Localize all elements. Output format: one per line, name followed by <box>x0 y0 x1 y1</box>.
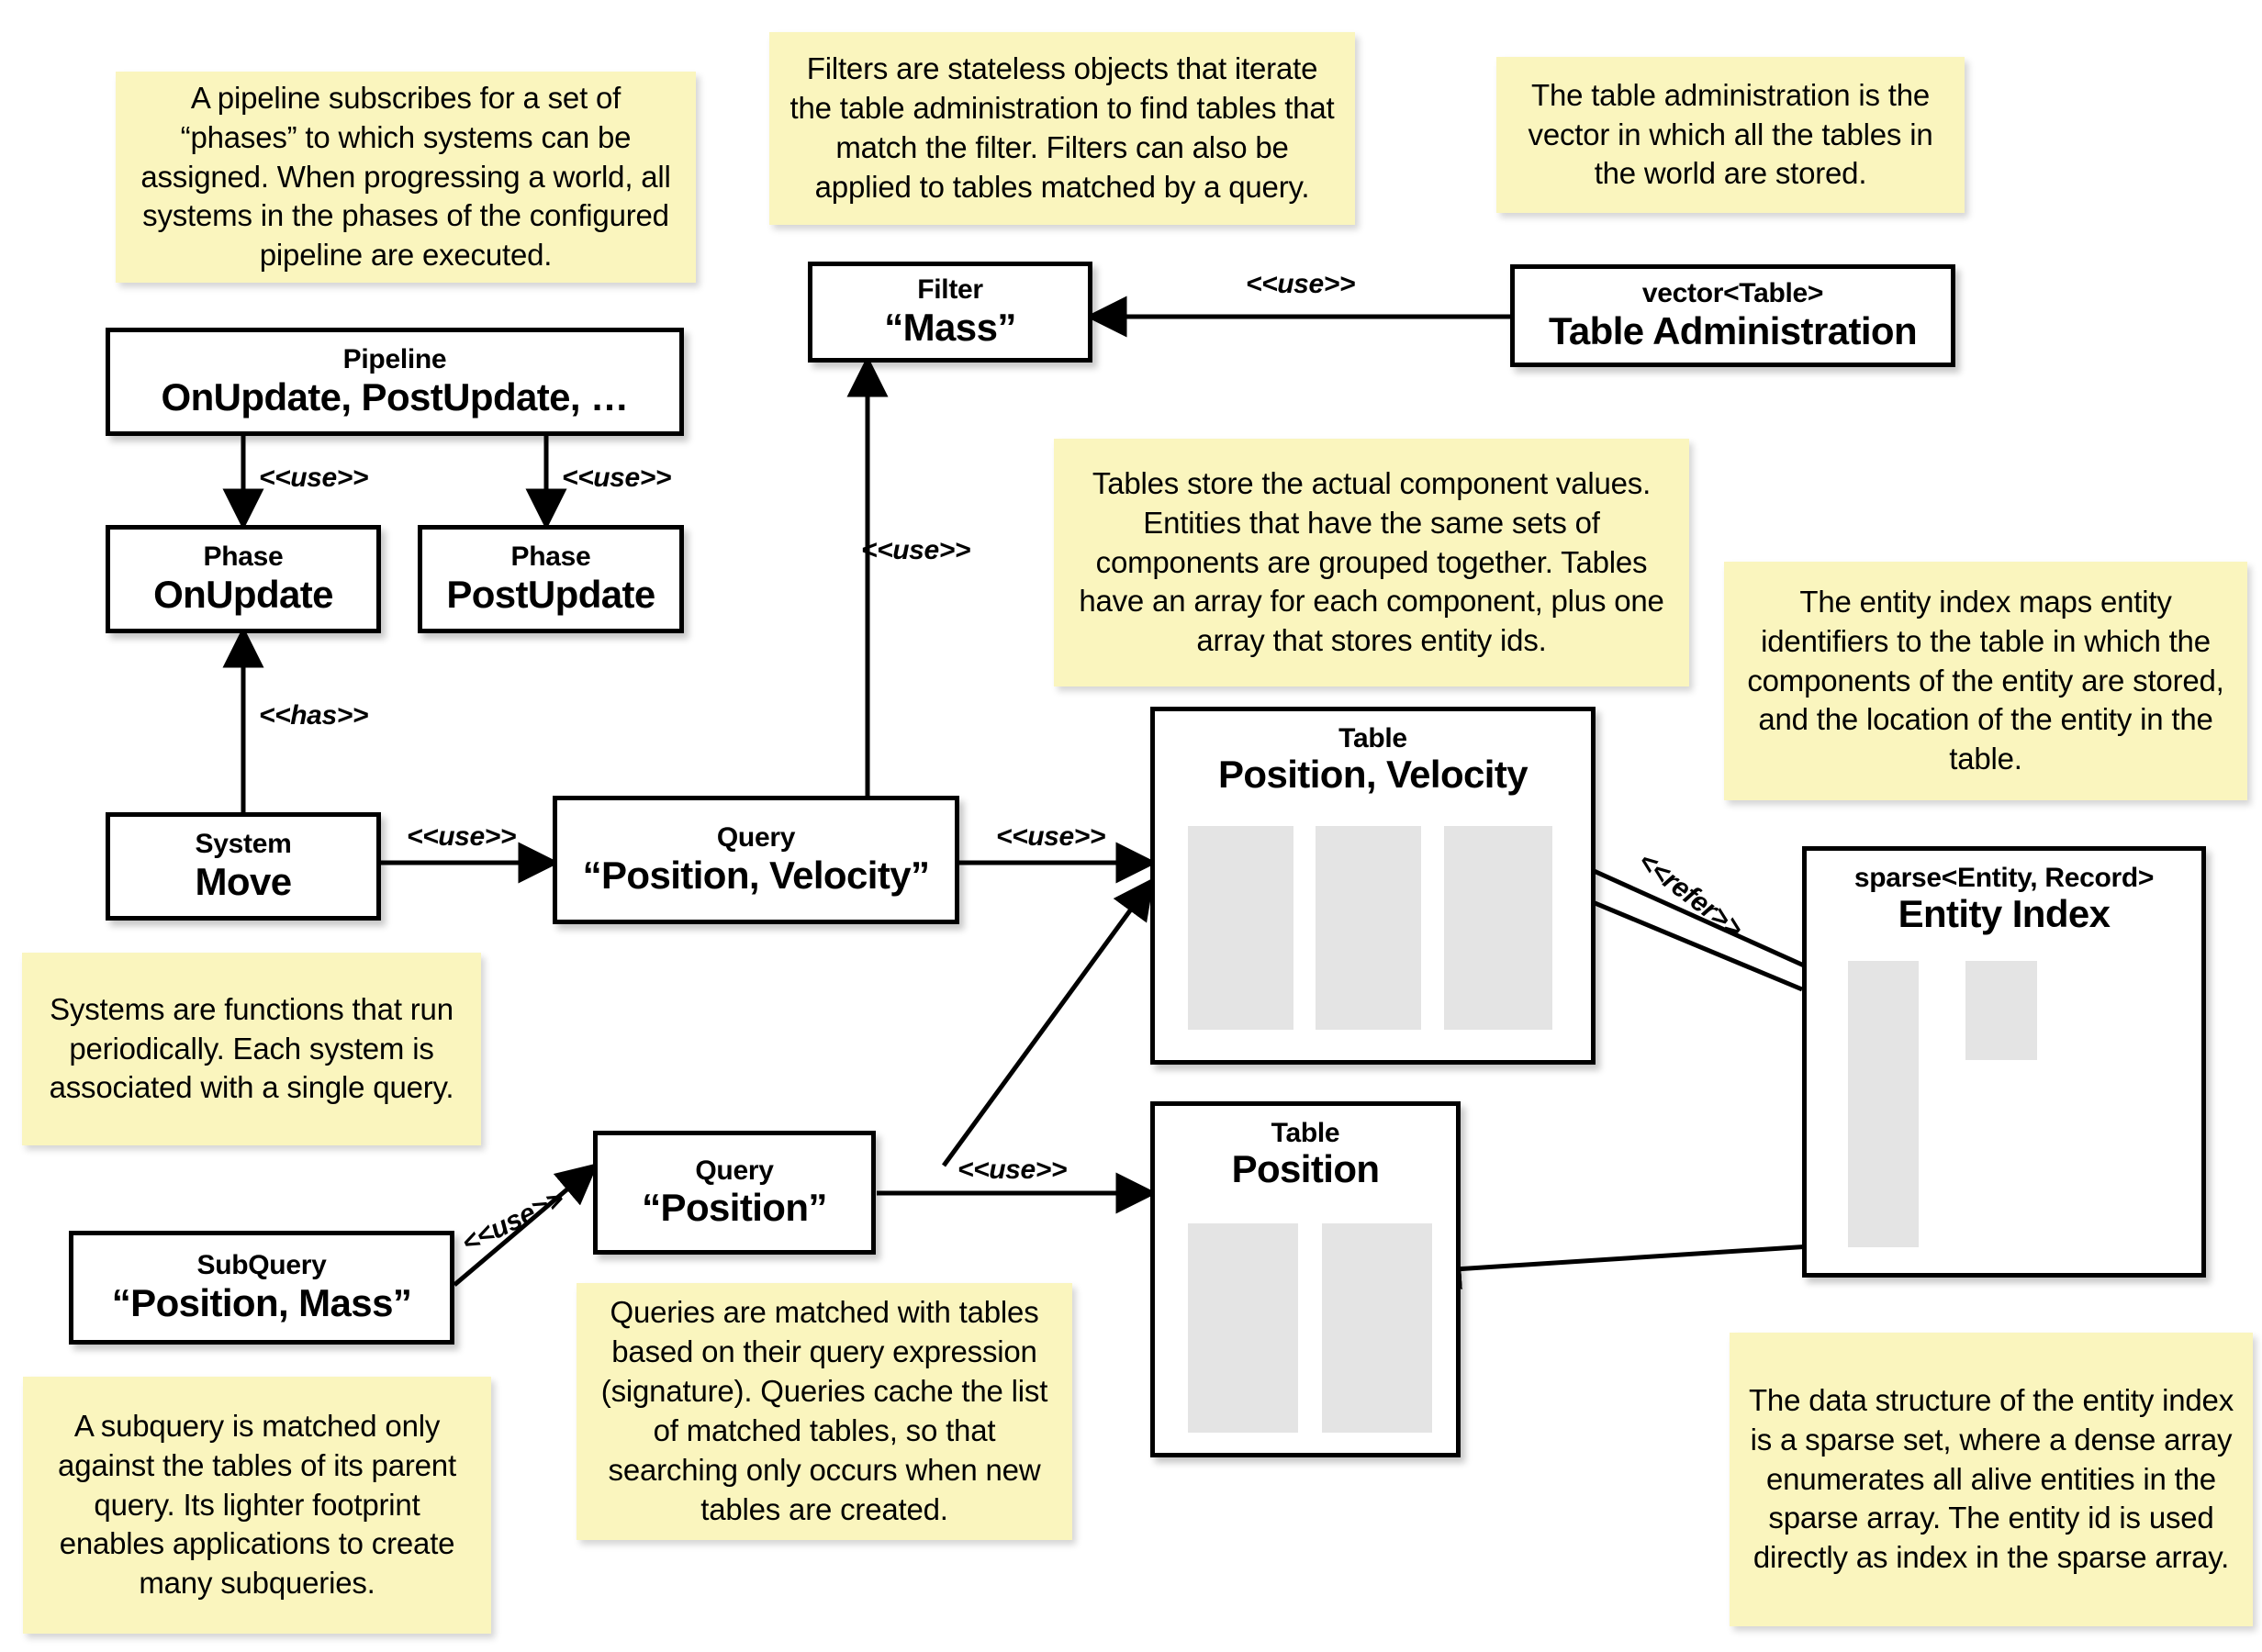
box-phase-onupdate-stereotype: Phase <box>203 541 284 573</box>
box-query-p-stereotype: Query <box>695 1155 774 1186</box>
edge-label-queryp-to-tablep: <<use>> <box>957 1155 1067 1185</box>
note-subquery-text: A subquery is matched only against the t… <box>58 1408 456 1601</box>
note-table-text: Tables store the actual component values… <box>1079 465 1664 658</box>
entity-index-stereotype: sparse<Entity, Record> <box>1853 863 2155 893</box>
box-subquery-name: “Position, Mass” <box>111 1280 412 1324</box>
edge-label-pipeline-to-postupdate: <<use>> <box>562 463 671 493</box>
note-query-text: Queries are matched with tables based on… <box>600 1295 1048 1526</box>
box-phase-postupdate[interactable]: Phase PostUpdate <box>418 525 684 633</box>
edge-label-pipeline-to-onupdate: <<use>> <box>259 463 368 493</box>
box-table-position-velocity[interactable]: Table Position, Velocity <box>1150 707 1596 1065</box>
box-table-administration[interactable]: vector<Table> Table Administration <box>1510 264 1955 367</box>
edge-label-querypv-to-tablepv: <<use>> <box>996 821 1105 852</box>
entity-index-name: Entity Index <box>1898 891 2111 935</box>
note-entity-index: The entity index maps entity identifiers… <box>1724 562 2247 800</box>
box-filter-mass[interactable]: Filter “Mass” <box>808 262 1092 363</box>
note-system: Systems are functions that run periodica… <box>22 953 481 1145</box>
note-table-admin: The table administration is the vector i… <box>1496 57 1965 213</box>
entity-index-sparse-array <box>1848 961 1919 1247</box>
edge-label-system-to-query: <<use>> <box>407 821 516 852</box>
box-phase-postupdate-name: PostUpdate <box>446 572 655 616</box>
note-table-admin-text: The table administration is the vector i… <box>1528 77 1933 191</box>
box-system-move-name: Move <box>195 859 293 903</box>
box-subquery-stereotype: SubQuery <box>196 1250 327 1281</box>
box-query-pv-name: “Position, Velocity” <box>582 853 930 897</box>
box-table-admin-name: Table Administration <box>1548 308 1918 352</box>
box-phase-onupdate-name: OnUpdate <box>153 572 333 616</box>
box-filter-stereotype: Filter <box>917 274 983 306</box>
table-pv-column-2 <box>1316 826 1421 1030</box>
note-subquery: A subquery is matched only against the t… <box>23 1377 491 1634</box>
table-pv-stereotype: Table <box>1338 723 1407 753</box>
box-query-position-velocity[interactable]: Query “Position, Velocity” <box>553 796 959 924</box>
box-table-admin-stereotype: vector<Table> <box>1641 278 1824 309</box>
note-pipeline: A pipeline subscribes for a set of “phas… <box>116 72 696 283</box>
edge-label-subquery-to-query: <<use>> <box>457 1183 569 1259</box>
note-entity-index-text: The entity index maps entity identifiers… <box>1747 584 2224 776</box>
edge-entityindex-to-tablep <box>1419 1243 1826 1290</box>
table-pv-column-1 <box>1188 826 1293 1030</box>
edge-label-query-to-filter: <<use>> <box>861 535 970 565</box>
box-query-p-name: “Position” <box>642 1186 827 1230</box>
note-table: Tables store the actual component values… <box>1054 439 1689 686</box>
box-pipeline-stereotype: Pipeline <box>342 344 447 375</box>
box-entity-index[interactable]: sparse<Entity, Record> Entity Index <box>1802 846 2206 1278</box>
note-filter-text: Filters are stateless objects that itera… <box>789 51 1335 204</box>
note-pipeline-text: A pipeline subscribes for a set of “phas… <box>140 80 671 273</box>
box-subquery-position-mass[interactable]: SubQuery “Position, Mass” <box>69 1231 454 1345</box>
note-filter: Filters are stateless objects that itera… <box>769 32 1355 225</box>
note-sparse-set-text: The data structure of the entity index i… <box>1748 1382 2234 1575</box>
box-phase-postupdate-stereotype: Phase <box>510 541 591 573</box>
note-system-text: Systems are functions that run periodica… <box>49 991 454 1105</box>
edge-label-system-to-phase: <<has>> <box>259 700 368 731</box>
box-pipeline[interactable]: Pipeline OnUpdate, PostUpdate, … <box>106 328 684 436</box>
table-pv-name: Position, Velocity <box>1218 752 1529 796</box>
table-p-column-1 <box>1188 1223 1298 1433</box>
box-table-position[interactable]: Table Position <box>1150 1101 1461 1457</box>
box-filter-name: “Mass” <box>884 305 1016 349</box>
edge-label-entity-index-refer: <<refer>> <box>1632 846 1749 944</box>
table-p-header: Table Position <box>1155 1106 1456 1190</box>
box-system-move[interactable]: System Move <box>106 812 381 921</box>
table-pv-header: Table Position, Velocity <box>1155 711 1591 796</box>
note-sparse-set: The data structure of the entity index i… <box>1730 1333 2253 1626</box>
table-pv-column-3 <box>1444 826 1552 1030</box>
box-query-pv-stereotype: Query <box>716 822 796 854</box>
box-pipeline-name: OnUpdate, PostUpdate, … <box>161 374 630 419</box>
box-phase-onupdate[interactable]: Phase OnUpdate <box>106 525 381 633</box>
entity-index-dense-array <box>1965 961 2037 1060</box>
table-p-name: Position <box>1231 1146 1380 1190</box>
entity-index-header: sparse<Entity, Record> Entity Index <box>1807 851 2201 935</box>
edge-label-tableadmin-to-filter: <<use>> <box>1246 269 1355 299</box>
table-p-stereotype: Table <box>1271 1118 1340 1148</box>
table-p-column-2 <box>1322 1223 1432 1433</box>
box-system-move-stereotype: System <box>195 829 292 860</box>
box-query-position[interactable]: Query “Position” <box>593 1131 876 1255</box>
edge-queryp-to-tablepv <box>941 876 1155 1167</box>
note-query: Queries are matched with tables based on… <box>577 1283 1072 1540</box>
